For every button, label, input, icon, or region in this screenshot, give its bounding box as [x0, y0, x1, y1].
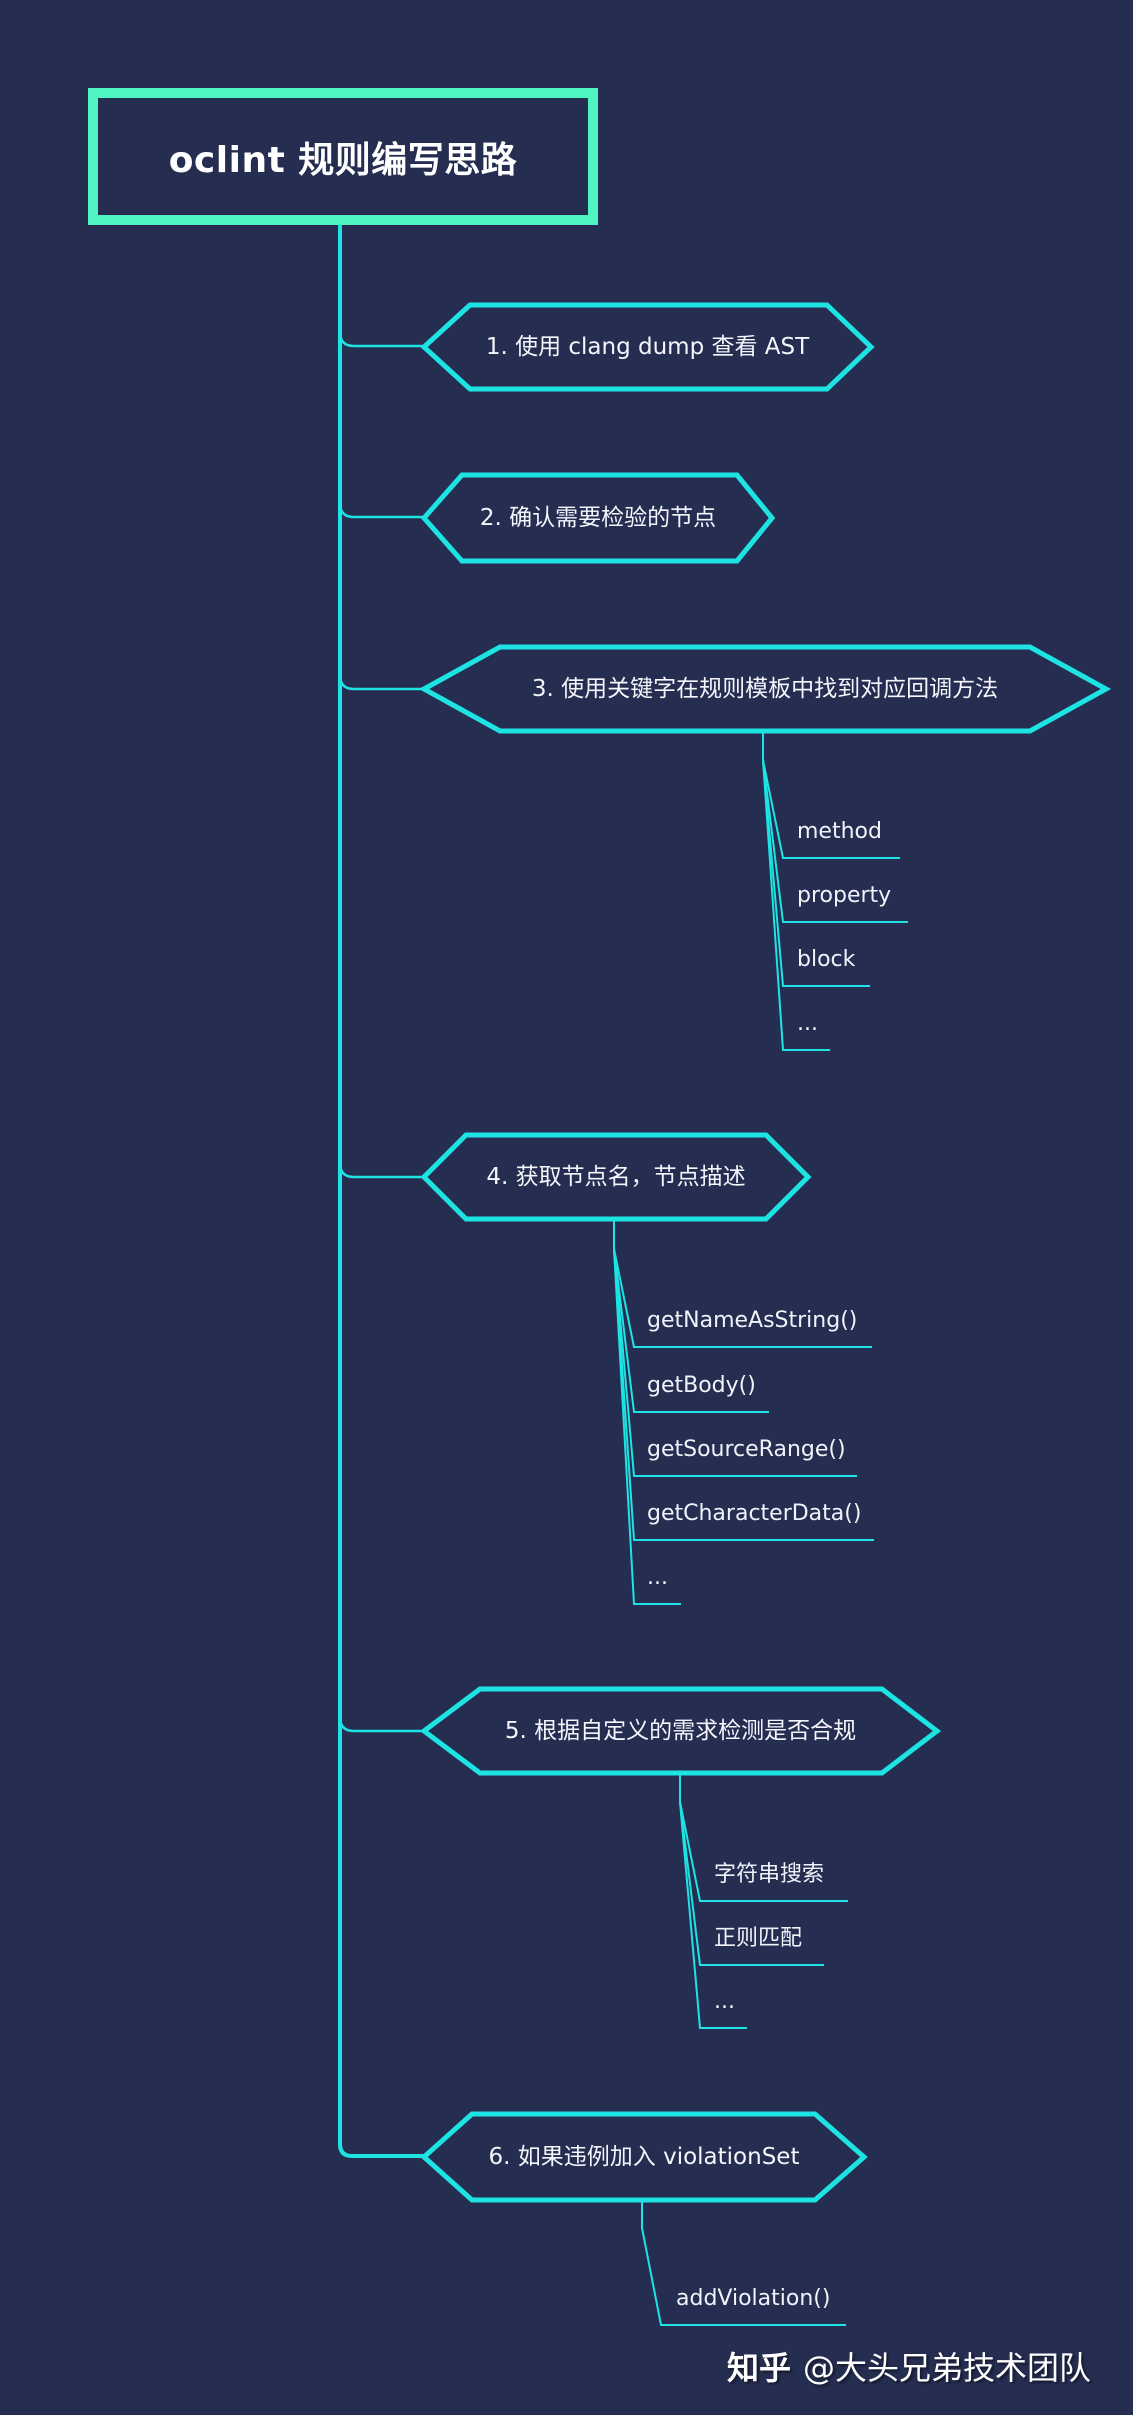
- step-4-child-getnameasstring: getNameAsString(): [647, 1308, 858, 1333]
- step-3-child-method: method: [797, 819, 882, 844]
- hexagon-step-6: [420, 2111, 868, 2203]
- branch-1: [338, 331, 424, 348]
- step-4-child-getsourcerange: getSourceRange(): [647, 1437, 846, 1462]
- step-4-label: 4. 获取节点名，节点描述: [486, 1164, 746, 1190]
- step-6-child-addviolation: addViolation(): [676, 2286, 831, 2311]
- watermark-brand: 知乎: [727, 2349, 792, 2387]
- step-4-child-ellipsis: ...: [647, 1565, 668, 1590]
- step-4-children-connectors: [613, 1221, 874, 1605]
- step-3-child-ellipsis: ...: [797, 1011, 818, 1036]
- root-title: oclint 规则编写思路: [168, 139, 518, 181]
- branch-5: [338, 1716, 424, 1733]
- step-3-child-block: block: [797, 947, 856, 972]
- step-5-child-ellipsis: ...: [714, 1989, 735, 2014]
- step-3-label: 3. 使用关键字在规则模板中找到对应回调方法: [531, 676, 999, 702]
- branch-4: [338, 1162, 424, 1179]
- step-6-children-connectors: [641, 2201, 846, 2326]
- watermark-author: @大头兄弟技术团队: [803, 2349, 1092, 2387]
- step-5-child-string-search: 字符串搜索: [714, 1862, 825, 1887]
- step-4-child-getcharacterdata: getCharacterData(): [647, 1501, 862, 1526]
- watermark: 知乎 @大头兄弟技术团队: [727, 2348, 1091, 2388]
- hexagon-step-1: [420, 302, 875, 392]
- main-spine: [338, 225, 424, 2158]
- step-3-children-connectors: [762, 733, 908, 1051]
- step-2-label: 2. 确认需要检验的节点: [479, 505, 717, 531]
- branch-2: [338, 502, 424, 519]
- step-4-child-getbody: getBody(): [647, 1373, 756, 1398]
- branch-3: [338, 674, 424, 691]
- step-1-label: 1. 使用 clang dump 查看 AST: [485, 334, 810, 360]
- step-5-label: 5. 根据自定义的需求检测是否合规: [504, 1718, 857, 1744]
- step-6-label: 6. 如果违例加入 violationSet: [488, 2144, 800, 2170]
- step-5-children-connectors: [679, 1775, 848, 2029]
- step-3-child-property: property: [797, 883, 892, 908]
- root-topic: oclint 规则编写思路: [88, 88, 598, 225]
- step-5-child-regex-match: 正则匹配: [714, 1926, 803, 1951]
- hexagon-step-5: [419, 1686, 942, 1776]
- hexagon-step-3: [418, 644, 1112, 734]
- hexagon-step-2: [420, 472, 776, 564]
- hexagon-step-4: [420, 1132, 812, 1222]
